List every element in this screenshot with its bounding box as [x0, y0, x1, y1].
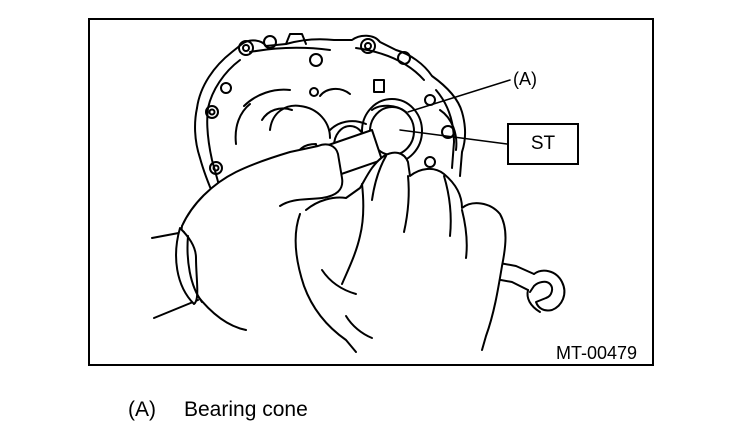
- legend-text: Bearing cone: [184, 398, 308, 421]
- legend: (A) Bearing cone: [128, 398, 308, 422]
- gloved-hands: [151, 143, 507, 353]
- figure-code: MT-00479: [556, 343, 638, 363]
- callout-label-a: (A): [513, 69, 537, 89]
- legend-key: (A): [128, 398, 156, 421]
- transmission-case: [194, 33, 466, 207]
- leader-line-st: [399, 129, 508, 145]
- callout-label-st: ST: [530, 133, 556, 154]
- callout-leaders: [399, 79, 511, 145]
- leader-line-a: [407, 79, 511, 113]
- callout-box-st: ST: [507, 123, 579, 165]
